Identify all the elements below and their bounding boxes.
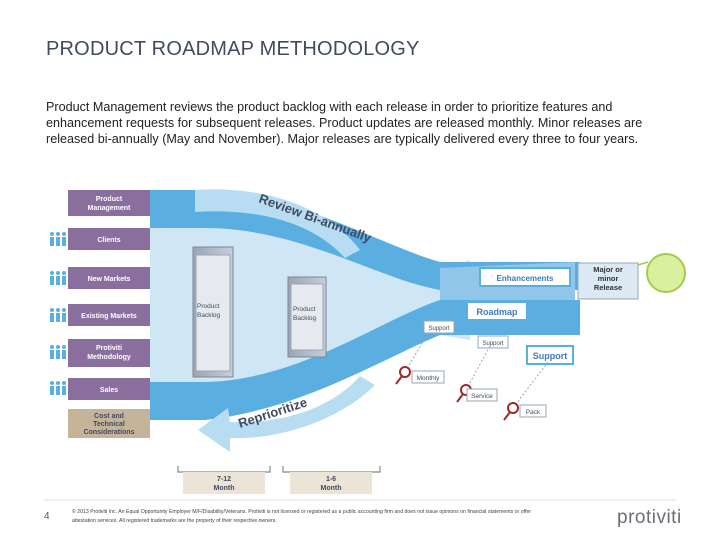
release-connector — [637, 261, 649, 266]
people-icons — [50, 232, 66, 395]
protiviti-logo: protiviti — [617, 507, 682, 528]
reprioritize-arrow — [198, 376, 375, 452]
input-cost-technical — [68, 409, 150, 438]
enhancements-label: Enhancements — [497, 274, 554, 283]
roadmap-box — [466, 301, 528, 321]
input-protiviti-methodology — [68, 339, 150, 367]
major-minor-box — [577, 262, 639, 300]
dotted-connectors — [404, 329, 549, 409]
description-text: Product Management reviews the product b… — [46, 100, 643, 146]
pin-stem — [456, 393, 464, 403]
timeline-box-2 — [290, 472, 372, 494]
input-product-management — [68, 190, 150, 216]
support-box — [526, 345, 574, 365]
support-label: Support — [533, 351, 568, 361]
monthly-label: Monthly — [417, 375, 441, 382]
people-icon — [50, 232, 66, 246]
support-small-box-1 — [423, 320, 455, 334]
people-icon — [50, 345, 66, 359]
input-existing-markets — [68, 304, 150, 326]
backlog-panel-1 — [195, 254, 231, 372]
review-band — [150, 190, 580, 290]
people-icon — [50, 271, 66, 285]
footer-disclaimer: © 2013 Protiviti Inc. An Equal Opportuni… — [72, 509, 532, 524]
pin-stem — [395, 375, 403, 385]
enhancements-box — [479, 267, 571, 287]
people-icon — [50, 308, 66, 322]
pin-stem — [503, 411, 511, 421]
input-new-markets — [68, 267, 150, 289]
timeline-bracket-1 — [177, 466, 271, 473]
pack-box — [519, 404, 547, 418]
roadmap-label: Roadmap — [476, 307, 518, 317]
people-icon — [50, 381, 66, 395]
support-small-box-2 — [477, 335, 509, 349]
support-small-label-2: Support — [482, 341, 503, 347]
input-label-5: Sales — [100, 387, 118, 394]
timeline-box-1 — [183, 472, 265, 494]
input-label-3: Existing Markets — [81, 313, 137, 320]
backlog-panel-2 — [290, 283, 324, 351]
service-box — [466, 388, 498, 402]
monthly-box — [411, 370, 445, 384]
support-small-label-1: Support — [428, 326, 449, 332]
timeline-bracket-2 — [282, 466, 381, 473]
input-label-2: New Markets — [88, 276, 131, 283]
release-circle — [646, 253, 686, 293]
input-sales — [68, 378, 150, 400]
service-label: Service — [471, 393, 493, 400]
input-boxes — [68, 190, 150, 438]
pack-label: Pack — [526, 409, 541, 416]
milestone-pins — [395, 366, 519, 421]
input-clients — [68, 228, 150, 250]
pin-icon — [507, 402, 519, 414]
support-band — [150, 300, 580, 420]
review-arrow — [195, 189, 360, 258]
page-title: PRODUCT ROADMAP METHODOLOGY — [46, 38, 420, 60]
page-number: 4 — [44, 511, 50, 522]
input-label-1: Clients — [97, 237, 120, 244]
pin-icon — [399, 366, 411, 378]
